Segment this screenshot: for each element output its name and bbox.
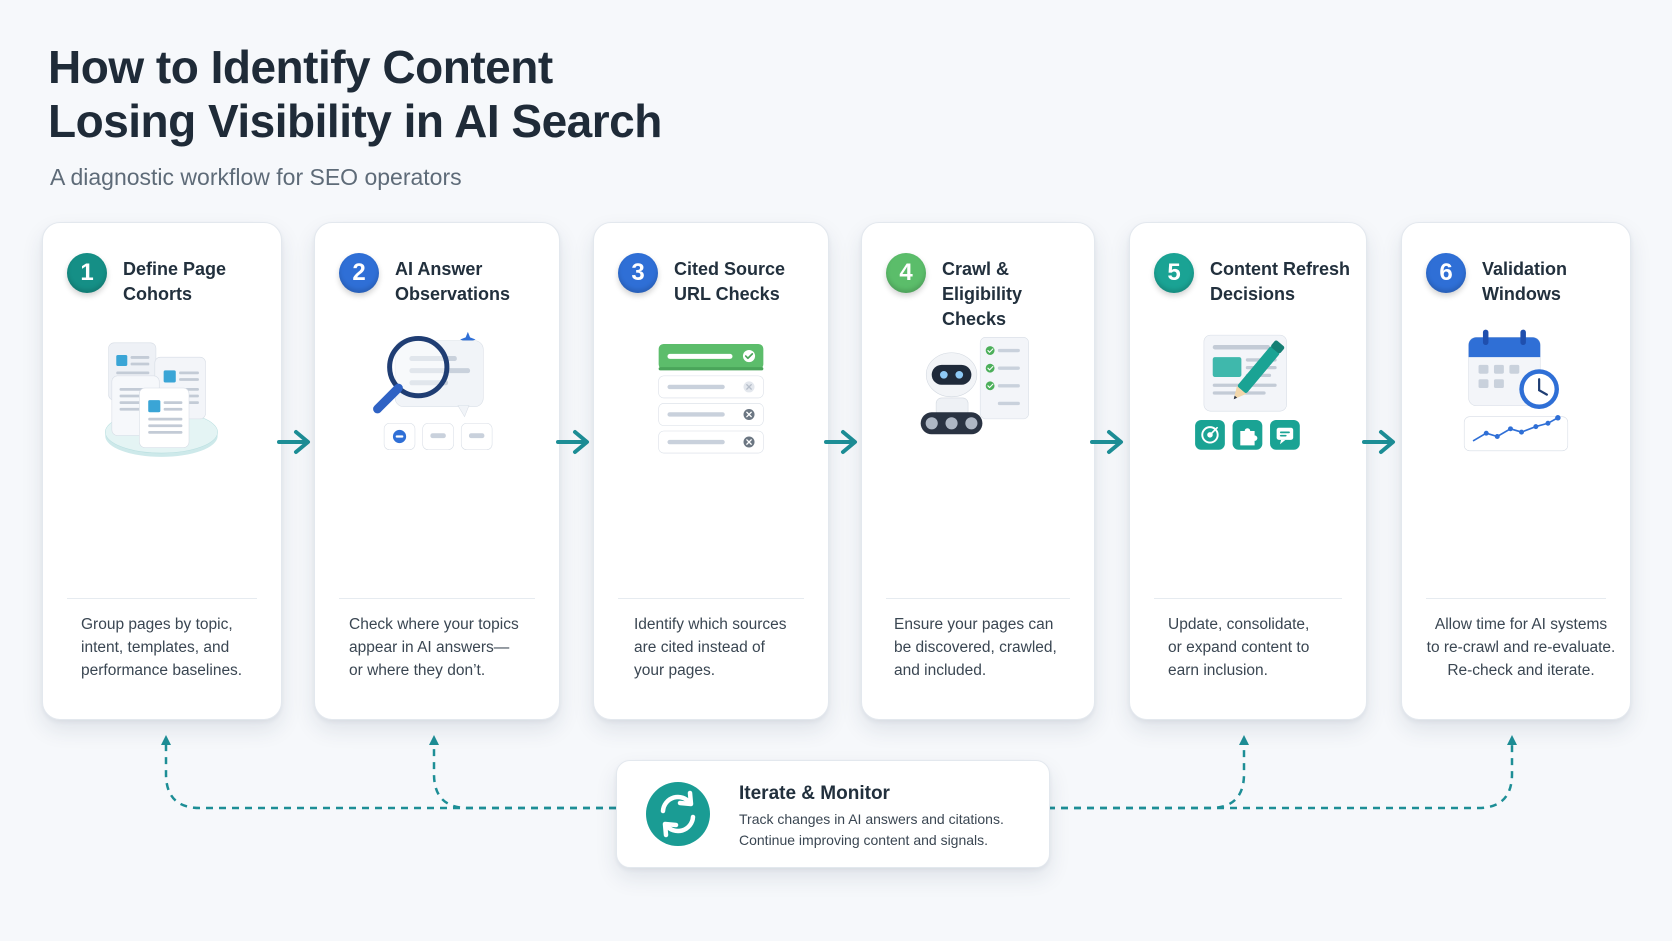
monitor-desc-line-1: Track changes in AI answers and citation… xyxy=(739,809,1004,830)
desc-line-3: or where they don’t. xyxy=(349,659,545,682)
step-title-line-1: Cited Source xyxy=(674,257,820,282)
desc-line-1: Check where your topics xyxy=(349,613,545,636)
step-title: Define Page Cohorts xyxy=(123,257,273,307)
step-number-badge: 4 xyxy=(886,253,926,293)
desc-line-2: are cited instead of xyxy=(634,636,814,659)
step-title-line-2: Decisions xyxy=(1210,282,1358,307)
flow-arrow-icon xyxy=(555,428,593,456)
flow-arrow-icon xyxy=(823,428,861,456)
step-card-1: 1 Define Page Cohorts xyxy=(42,222,282,720)
desc-line-2: be discovered, crawled, xyxy=(894,636,1080,659)
card-divider xyxy=(886,598,1070,599)
flow-arrow-icon xyxy=(276,428,314,456)
step-card-5: 5 Content Refresh Decisions xyxy=(1129,222,1367,720)
desc-line-2: intent, templates, and xyxy=(81,636,267,659)
loop-line-to-step5 xyxy=(1048,740,1244,808)
step-title-line-2: Observations xyxy=(395,282,551,307)
desc-line-1: Ensure your pages can xyxy=(894,613,1080,636)
monitor-description: Track changes in AI answers and citation… xyxy=(739,809,1004,851)
step-title-line-2: Checks xyxy=(942,307,1086,332)
step-title: Content Refresh Decisions xyxy=(1210,257,1358,307)
step-description: Group pages by topic, intent, templates,… xyxy=(81,613,267,682)
step-title: Cited Source URL Checks xyxy=(674,257,820,307)
desc-line-3: earn inclusion. xyxy=(1168,659,1352,682)
step-title-line-1: Content Refresh xyxy=(1210,257,1358,282)
step-title-line-1: Validation xyxy=(1482,257,1622,282)
card-divider xyxy=(67,598,257,599)
step-card-6: 6 Validation Windows Allow time for AI s… xyxy=(1401,222,1631,720)
step-title-line-2: Cohorts xyxy=(123,282,273,307)
desc-line-1: Update, consolidate, xyxy=(1168,613,1352,636)
iterate-monitor-box: Iterate & Monitor Track changes in AI an… xyxy=(616,760,1050,868)
step-title-line-2: Windows xyxy=(1482,282,1622,307)
step-number-badge: 3 xyxy=(618,253,658,293)
loop-line-to-step1 xyxy=(166,740,616,808)
refresh-cycle-icon xyxy=(645,781,711,847)
page-subtitle: A diagnostic workflow for SEO operators xyxy=(50,164,462,191)
card-divider xyxy=(1154,598,1342,599)
desc-line-2: or expand content to xyxy=(1168,636,1352,659)
step-description: Allow time for AI systems to re-crawl an… xyxy=(1422,613,1620,682)
desc-line-2: to re-crawl and re-evaluate. xyxy=(1422,636,1620,659)
loop-line-to-step6 xyxy=(1048,740,1512,808)
step-number-badge: 5 xyxy=(1154,253,1194,293)
card-divider xyxy=(339,598,535,599)
card-divider xyxy=(1426,598,1606,599)
magnifier-chat-icon xyxy=(315,323,559,593)
desc-line-1: Allow time for AI systems xyxy=(1422,613,1620,636)
step-card-3: 3 Cited Source URL Checks Ident xyxy=(593,222,829,720)
desc-line-3: and included. xyxy=(894,659,1080,682)
step-title-line-1: AI Answer xyxy=(395,257,551,282)
step-description: Check where your topics appear in AI ans… xyxy=(349,613,545,682)
desc-line-2: appear in AI answers— xyxy=(349,636,545,659)
step-number-badge: 6 xyxy=(1426,253,1466,293)
desc-line-3: Re-check and iterate. xyxy=(1422,659,1620,682)
card-divider xyxy=(618,598,804,599)
step-card-4: 4 Crawl & Eligibility Checks Ensure your… xyxy=(861,222,1095,720)
step-title: Validation Windows xyxy=(1482,257,1622,307)
step-title-line-1: Crawl & Eligibility xyxy=(942,257,1086,307)
desc-line-3: performance baselines. xyxy=(81,659,267,682)
monitor-title: Iterate & Monitor xyxy=(739,783,890,805)
flow-arrow-icon xyxy=(1089,428,1127,456)
step-title: Crawl & Eligibility Checks xyxy=(942,257,1086,332)
document-edit-icon xyxy=(1130,323,1366,593)
page-title: How to Identify Content Losing Visibilit… xyxy=(48,40,662,148)
desc-line-3: your pages. xyxy=(634,659,814,682)
step-number-badge: 1 xyxy=(67,253,107,293)
step-number-badge: 2 xyxy=(339,253,379,293)
monitor-desc-line-2: Continue improving content and signals. xyxy=(739,830,1004,851)
desc-line-1: Group pages by topic, xyxy=(81,613,267,636)
url-list-icon xyxy=(594,323,828,593)
flow-arrow-icon xyxy=(1361,428,1399,456)
step-description: Ensure your pages can be discovered, cra… xyxy=(894,613,1080,682)
crawler-robot-icon xyxy=(862,323,1094,593)
step-title-line-2: URL Checks xyxy=(674,282,820,307)
step-title-line-1: Define Page xyxy=(123,257,273,282)
step-description: Identify which sources are cited instead… xyxy=(634,613,814,682)
calendar-clock-icon xyxy=(1402,323,1630,593)
step-card-2: 2 AI Answer Observations Check where you… xyxy=(314,222,560,720)
step-description: Update, consolidate, or expand content t… xyxy=(1168,613,1352,682)
title-line-2: Losing Visibility in AI Search xyxy=(48,94,662,148)
loop-line-to-step2 xyxy=(434,740,616,808)
document-stack-icon xyxy=(43,323,281,593)
title-line-1: How to Identify Content xyxy=(48,40,662,94)
desc-line-1: Identify which sources xyxy=(634,613,814,636)
step-title: AI Answer Observations xyxy=(395,257,551,307)
